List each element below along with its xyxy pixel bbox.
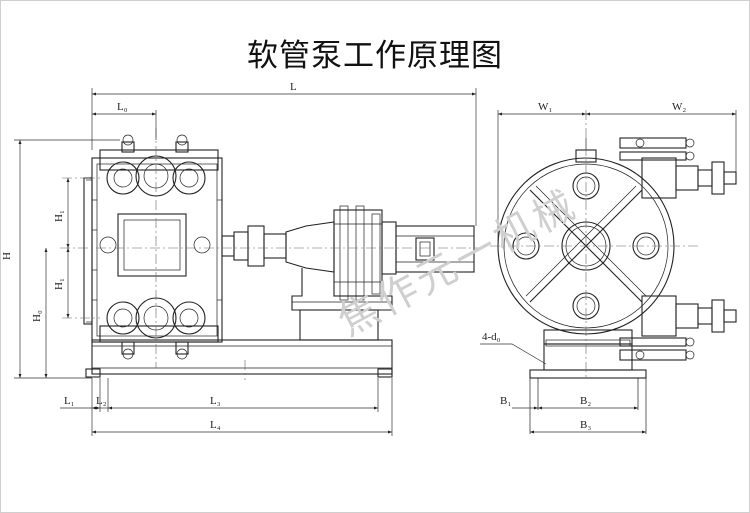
dimension-labels: L L₀ H H₀ H₁ H₁ L₁ L₂ L₃ L₄ W₁ W₂ 4-d₀ B… (1, 81, 686, 431)
label-H1-bottom: H₁ (53, 278, 65, 290)
label-L: L (290, 81, 297, 93)
side-view (480, 110, 737, 434)
front-view (14, 88, 482, 436)
side-stand (543, 343, 633, 371)
label-H: H (1, 252, 13, 260)
inspection-window (117, 213, 187, 277)
label-B1: B₁ (500, 395, 511, 407)
label-L0: L₀ (117, 101, 128, 113)
top-hose-fitting (99, 134, 219, 197)
bottom-hose-fitting (99, 297, 219, 360)
label-B2: B₂ (580, 395, 591, 407)
label-L2: L₂ (96, 395, 107, 407)
side-top-fitting (619, 137, 737, 199)
base-frame (91, 339, 393, 375)
label-B3: B₃ (580, 419, 591, 431)
gearbox (285, 205, 397, 341)
motor (395, 225, 475, 273)
label-L1: L₁ (64, 395, 75, 407)
label-W2: W₂ (672, 101, 686, 113)
page-title: 软管泵工作原理图 (247, 38, 503, 74)
label-L3: L₃ (210, 395, 221, 407)
label-L4: L₄ (210, 419, 221, 431)
label-d0: 4-d₀ (482, 331, 501, 343)
label-W1: W₁ (538, 101, 552, 113)
label-H1-top: H₁ (53, 210, 65, 222)
label-H0: H₀ (31, 310, 43, 322)
side-bottom-fitting (619, 295, 737, 361)
